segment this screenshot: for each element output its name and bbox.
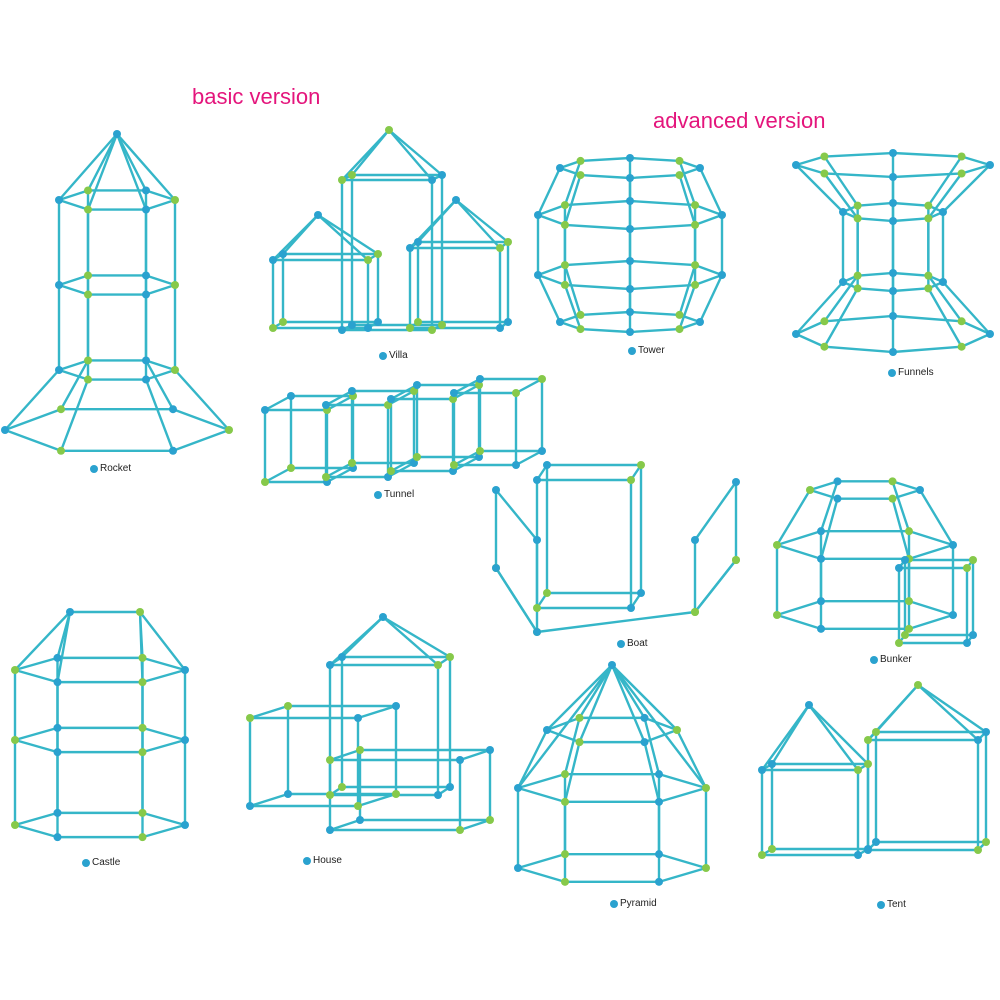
tent-rods <box>760 683 988 857</box>
funnels-label: Funnels <box>888 367 934 378</box>
castle-joints <box>11 608 189 842</box>
tower-joints <box>534 154 726 336</box>
rocket-model <box>1 130 233 455</box>
rocket-rods <box>3 132 231 452</box>
boat-joints <box>492 461 740 636</box>
funnels-rods <box>794 151 992 354</box>
villa-bullet-dot <box>379 351 387 360</box>
castle-rods <box>13 610 187 839</box>
house-label-text: House <box>313 855 342 866</box>
tower-rods <box>536 156 724 334</box>
villa-label: Villa <box>379 350 408 361</box>
tunnel-model <box>261 375 546 486</box>
pyramid-joints <box>514 661 710 886</box>
pyramid-model <box>514 661 710 886</box>
rocket-label: Rocket <box>90 463 131 474</box>
castle-bullet-dot <box>82 858 90 867</box>
tunnel-rods <box>263 377 544 484</box>
pyramid-label: Pyramid <box>610 898 657 909</box>
castle-label-text: Castle <box>92 857 121 868</box>
tower-bullet-dot <box>628 346 636 355</box>
bunker-bullet-dot <box>870 655 878 664</box>
boat-label-text: Boat <box>627 638 648 649</box>
tunnel-bullet-dot <box>374 490 382 499</box>
house-rods <box>248 615 492 832</box>
boat-bullet-dot <box>617 639 625 648</box>
tent-bullet-dot <box>877 900 885 909</box>
boat-rods <box>494 463 738 634</box>
tent-model <box>758 681 990 859</box>
pyramid-bullet-dot <box>610 899 618 908</box>
funnels-label-text: Funnels <box>898 367 934 378</box>
villa-joints <box>269 126 512 334</box>
tunnel-label-text: Tunnel <box>384 489 415 500</box>
basic-version-heading: basic version <box>192 84 321 109</box>
tent-joints <box>758 681 990 859</box>
house-bullet-dot <box>303 856 311 865</box>
bunker-rods <box>775 480 975 645</box>
pyramid-label-text: Pyramid <box>620 898 657 909</box>
house-joints <box>246 613 494 834</box>
bunker-joints <box>773 477 977 647</box>
boat-model <box>492 461 740 636</box>
bunker-label-text: Bunker <box>880 654 912 665</box>
bunker-label: Bunker <box>870 654 912 665</box>
villa-model <box>269 126 512 334</box>
castle-model <box>11 608 189 842</box>
castle-label: Castle <box>82 857 120 868</box>
tunnel-joints <box>261 375 546 486</box>
funnels-model <box>792 149 994 356</box>
rocket-bullet-dot <box>90 464 98 473</box>
tunnel-label: Tunnel <box>374 489 414 500</box>
advanced-version-heading: advanced version <box>653 108 826 133</box>
pyramid-rods <box>516 663 708 884</box>
tent-label-text: Tent <box>887 899 906 910</box>
tower-model <box>534 154 726 336</box>
bunker-model <box>773 477 977 647</box>
tower-label-text: Tower <box>638 345 665 356</box>
tower-label: Tower <box>628 345 665 356</box>
tent-label: Tent <box>877 899 906 910</box>
boat-label: Boat <box>617 638 648 649</box>
rocket-joints <box>1 130 233 455</box>
villa-rods <box>271 128 510 332</box>
house-label: House <box>303 855 342 866</box>
rocket-label-text: Rocket <box>100 463 132 474</box>
house-model <box>246 613 494 834</box>
funnels-bullet-dot <box>888 368 896 377</box>
villa-label-text: Villa <box>389 350 408 361</box>
funnels-joints <box>792 149 994 356</box>
